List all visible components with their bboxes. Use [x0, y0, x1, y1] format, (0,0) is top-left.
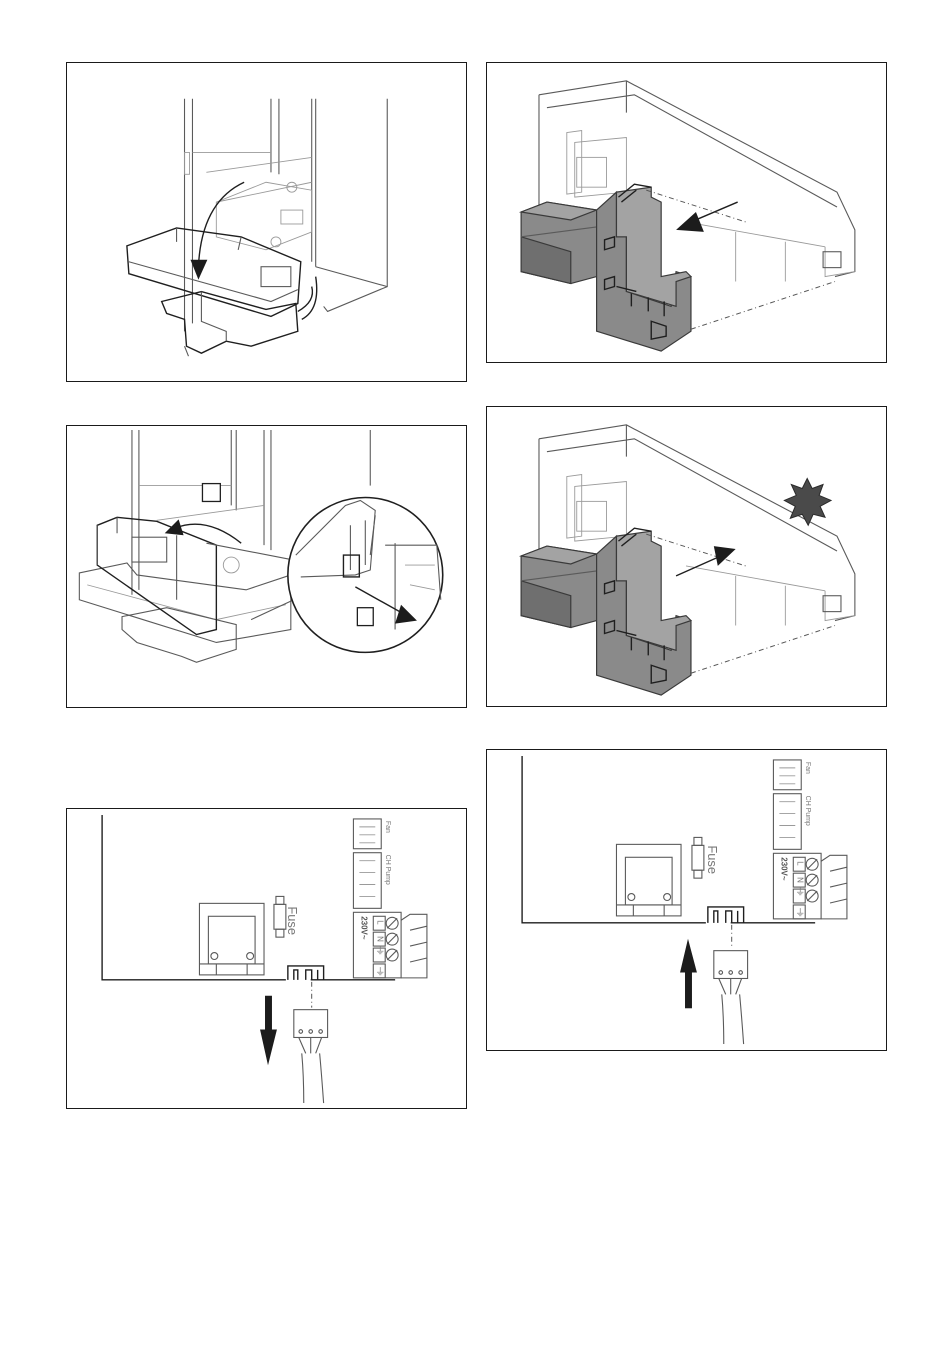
fan-label: Fan — [384, 821, 391, 833]
figure-remove-cover — [66, 425, 467, 708]
pump-label: CH Pump — [804, 796, 811, 826]
slide-unit-in-icon — [487, 407, 886, 706]
terminal-l-label: L — [795, 861, 804, 866]
pump-label: CH Pump — [384, 855, 391, 885]
hinge-down-control-box-icon — [67, 63, 466, 381]
earth-symbol-2: ⏚ — [375, 966, 385, 978]
figure-slide-unit-out — [486, 62, 887, 363]
disconnect-connector-icon: Fuse Fan CH Pump 230V~ L N ⏚ ⏚ — [67, 809, 466, 1108]
remove-unit-cover-icon — [67, 426, 466, 707]
earth-symbol-1: ⏚ — [375, 945, 385, 957]
earth-symbol-2: ⏚ — [795, 907, 805, 919]
fuse-label: Fuse — [705, 845, 720, 874]
slide-unit-out-icon — [487, 63, 886, 362]
voltage-label: 230V~ — [359, 916, 368, 940]
click-star-icon — [784, 479, 831, 526]
figure-disconnect-connector: Fuse Fan CH Pump 230V~ L N ⏚ ⏚ — [66, 808, 467, 1109]
figure-hinge-control-box — [66, 62, 467, 382]
fan-label: Fan — [804, 762, 811, 774]
terminal-n-label: N — [375, 936, 384, 942]
earth-symbol-1: ⏚ — [795, 886, 805, 898]
fuse-label: Fuse — [285, 906, 300, 935]
figure-slide-unit-in — [486, 406, 887, 707]
connect-connector-icon: Fuse Fan CH Pump 230V~ L N ⏚ ⏚ — [487, 750, 886, 1050]
terminal-l-label: L — [375, 920, 384, 925]
step-marker-2 — [357, 608, 373, 626]
figure-connect-connector: Fuse Fan CH Pump 230V~ L N ⏚ ⏚ — [486, 749, 887, 1051]
terminal-n-label: N — [795, 877, 804, 883]
voltage-label: 230V~ — [779, 857, 788, 881]
step-marker-1 — [202, 484, 220, 502]
